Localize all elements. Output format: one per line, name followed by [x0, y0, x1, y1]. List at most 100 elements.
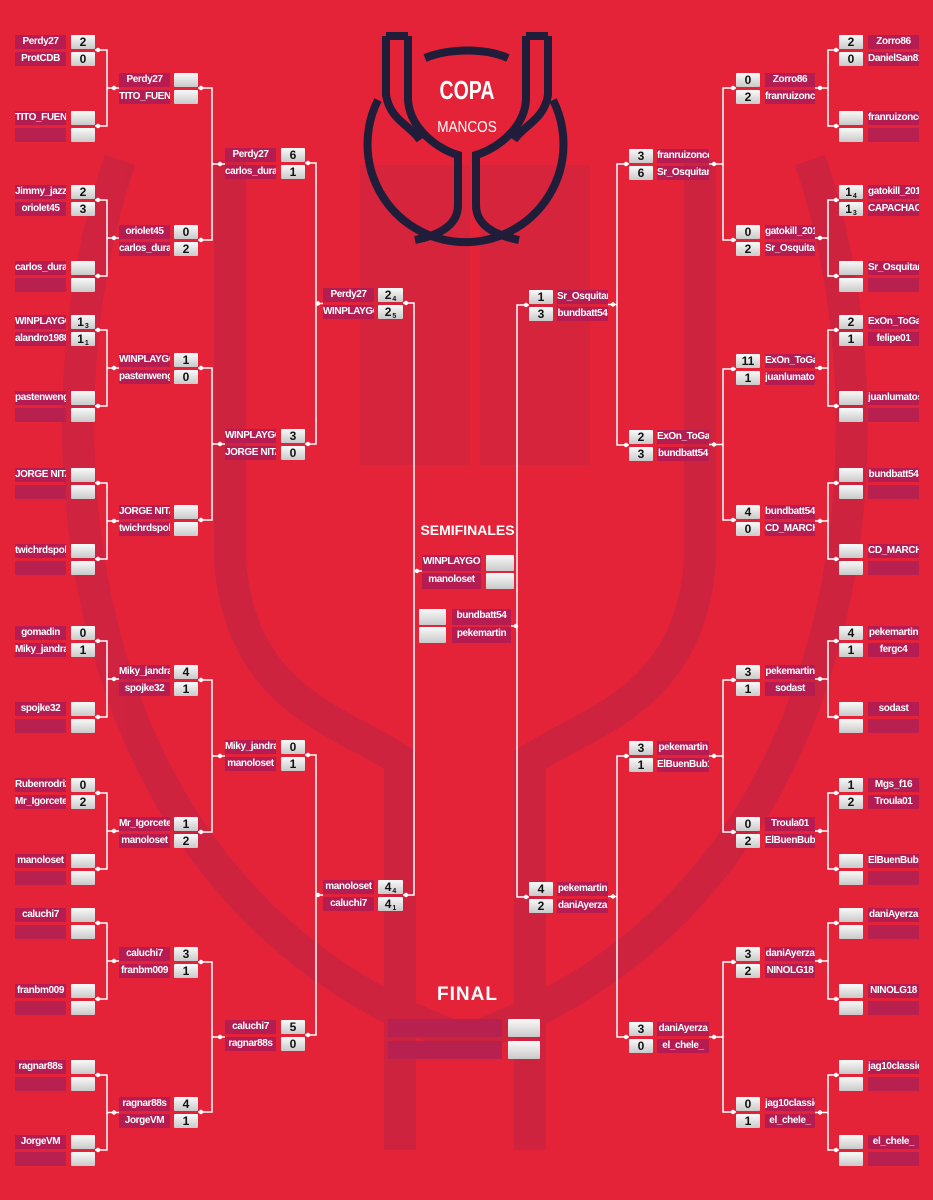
score-box[interactable]	[839, 1001, 863, 1015]
score-box[interactable]	[71, 261, 95, 275]
score-box[interactable]	[71, 1060, 95, 1074]
score-box[interactable]: 0	[281, 446, 305, 460]
score-box[interactable]: 3	[174, 947, 198, 961]
score-box[interactable]	[839, 128, 863, 142]
score-box[interactable]: 3	[736, 947, 760, 961]
score-box[interactable]: 6	[281, 148, 305, 162]
score-box[interactable]: 3	[71, 202, 95, 216]
score-box[interactable]	[71, 925, 95, 939]
score-box[interactable]: 0	[736, 817, 760, 831]
score-box[interactable]: 2	[71, 35, 95, 49]
score-box[interactable]	[839, 925, 863, 939]
score-box[interactable]	[839, 871, 863, 885]
score-box[interactable]	[174, 73, 198, 87]
score-box[interactable]: 1	[174, 1114, 198, 1128]
score-box[interactable]	[71, 468, 95, 482]
score-box[interactable]	[839, 984, 863, 998]
score-box[interactable]: 1	[71, 643, 95, 657]
score-box[interactable]	[71, 561, 95, 575]
score-box[interactable]	[839, 1135, 863, 1149]
score-box[interactable]	[71, 278, 95, 292]
score-box[interactable]: 1	[839, 778, 863, 792]
score-box[interactable]: 13	[839, 202, 863, 217]
score-box[interactable]: 2	[71, 185, 95, 199]
score-box[interactable]: 1	[736, 371, 760, 385]
score-box[interactable]: 3	[529, 307, 553, 321]
score-box[interactable]	[174, 90, 198, 104]
score-box[interactable]	[839, 278, 863, 292]
score-box[interactable]: 14	[839, 185, 863, 200]
score-box[interactable]: 3	[629, 149, 653, 163]
score-box[interactable]	[71, 1077, 95, 1091]
score-box[interactable]: 6	[629, 166, 653, 180]
score-box[interactable]	[839, 485, 863, 499]
score-box[interactable]: 2	[839, 315, 863, 329]
score-box[interactable]: 0	[736, 225, 760, 239]
score-box[interactable]: 2	[174, 834, 198, 848]
score-box[interactable]: 0	[174, 225, 198, 239]
score-box[interactable]: 3	[629, 447, 653, 461]
score-box[interactable]	[839, 111, 863, 125]
score-box[interactable]: 2	[71, 795, 95, 809]
score-box[interactable]	[71, 111, 95, 125]
score-box[interactable]: 3	[629, 741, 653, 755]
score-box[interactable]: 1	[174, 817, 198, 831]
score-box[interactable]: 41	[378, 897, 403, 912]
score-box[interactable]	[839, 261, 863, 275]
score-box[interactable]: 2	[839, 35, 863, 49]
score-box[interactable]: 2	[736, 834, 760, 848]
score-box[interactable]	[174, 505, 198, 519]
score-box[interactable]: 0	[174, 370, 198, 384]
score-box[interactable]	[839, 408, 863, 422]
score-box[interactable]	[71, 391, 95, 405]
score-box[interactable]: 0	[736, 1097, 760, 1111]
score-box[interactable]	[839, 854, 863, 868]
score-box[interactable]	[71, 128, 95, 142]
score-box[interactable]: 25	[378, 305, 403, 320]
score-box[interactable]: 0	[281, 1037, 305, 1051]
score-box[interactable]: 5	[281, 1020, 305, 1034]
score-box[interactable]: 1	[736, 1114, 760, 1128]
score-box[interactable]	[71, 544, 95, 558]
score-box[interactable]	[174, 522, 198, 536]
score-box[interactable]: 0	[71, 52, 95, 66]
score-box[interactable]	[419, 609, 446, 625]
score-box[interactable]	[71, 1135, 95, 1149]
score-box[interactable]: 4	[736, 505, 760, 519]
score-box[interactable]	[71, 702, 95, 716]
score-box[interactable]: 2	[629, 430, 653, 444]
score-box[interactable]	[71, 719, 95, 733]
score-box[interactable]	[71, 485, 95, 499]
score-box[interactable]: 2	[174, 242, 198, 256]
score-box[interactable]: 1	[736, 682, 760, 696]
score-box[interactable]	[71, 408, 95, 422]
score-box[interactable]: 11	[71, 332, 95, 347]
score-box[interactable]	[839, 391, 863, 405]
score-box[interactable]	[486, 555, 514, 571]
score-box[interactable]: 3	[736, 665, 760, 679]
score-box[interactable]: 3	[629, 1022, 653, 1036]
score-box[interactable]: 4	[174, 1097, 198, 1111]
score-box[interactable]	[486, 573, 514, 589]
score-box[interactable]: 1	[839, 643, 863, 657]
score-box[interactable]	[839, 1152, 863, 1166]
score-box[interactable]: 1	[629, 758, 653, 772]
score-box[interactable]	[839, 468, 863, 482]
score-box[interactable]: 13	[71, 315, 95, 330]
score-box[interactable]	[508, 1019, 540, 1037]
score-box[interactable]: 44	[378, 880, 403, 895]
score-box[interactable]	[839, 908, 863, 922]
score-box[interactable]: 2	[736, 90, 760, 104]
score-box[interactable]: 0	[839, 52, 863, 66]
score-box[interactable]: 2	[736, 964, 760, 978]
score-box[interactable]	[839, 1077, 863, 1091]
score-box[interactable]: 2	[839, 795, 863, 809]
score-box[interactable]	[71, 908, 95, 922]
score-box[interactable]: 0	[629, 1039, 653, 1053]
score-box[interactable]: 4	[529, 882, 553, 896]
score-box[interactable]: 0	[71, 626, 95, 640]
score-box[interactable]	[71, 984, 95, 998]
score-box[interactable]: 0	[281, 740, 305, 754]
score-box[interactable]	[839, 561, 863, 575]
score-box[interactable]: 1	[839, 332, 863, 346]
